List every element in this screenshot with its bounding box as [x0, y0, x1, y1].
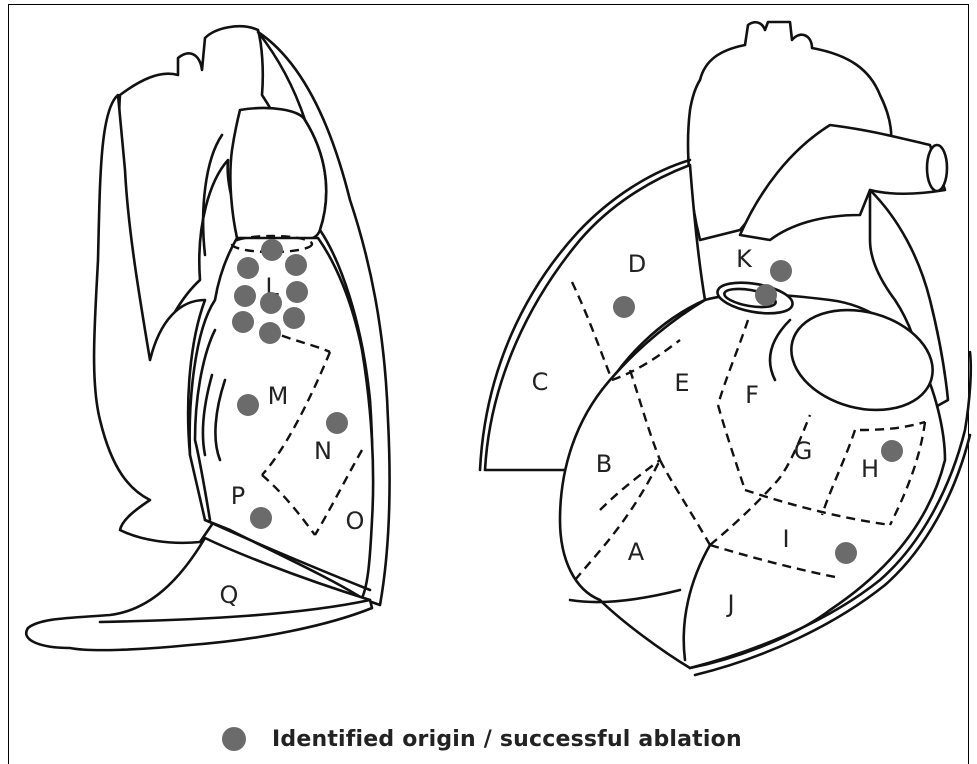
origin-marker	[285, 254, 307, 276]
segment-H-label: H	[861, 455, 879, 483]
origin-marker	[237, 257, 259, 279]
origin-marker	[770, 260, 792, 282]
origin-marker	[250, 507, 272, 529]
segment-G-label: G	[794, 437, 813, 465]
segment-C-label: C	[532, 368, 549, 396]
lv-aortic-tube-end	[927, 145, 947, 191]
origin-marker	[260, 292, 282, 314]
origin-marker	[835, 542, 857, 564]
legend-label: Identified origin / successful ablation	[272, 727, 742, 752]
origin-marker	[234, 285, 256, 307]
segment-E-label: E	[674, 369, 689, 397]
origin-marker	[261, 239, 283, 261]
origin-marker	[326, 412, 348, 434]
segment-K-label: K	[736, 245, 753, 273]
segment-B-label: B	[596, 450, 612, 478]
segment-Q-label: Q	[220, 581, 239, 609]
origin-marker	[613, 296, 635, 318]
segment-F-label: F	[745, 381, 759, 409]
origin-marker	[232, 311, 254, 333]
origin-marker	[881, 440, 903, 462]
origin-marker	[286, 281, 308, 303]
segment-O-label: O	[346, 507, 365, 535]
segment-A-label: A	[628, 538, 645, 566]
segment-I-label: I	[782, 525, 789, 553]
origin-marker	[283, 307, 305, 329]
segment-D-label: D	[628, 250, 646, 278]
legend-marker-icon	[222, 727, 246, 751]
segment-M-label: M	[268, 382, 289, 410]
segment-N-label: N	[314, 437, 332, 465]
origin-marker	[259, 322, 281, 344]
origin-marker	[755, 284, 777, 306]
segment-J-label: J	[725, 590, 734, 618]
origin-marker	[237, 394, 259, 416]
legend: Identified origin / successful ablation	[222, 722, 742, 756]
rv-view-heart: L M N O P Q	[26, 26, 389, 650]
lv-view-heart: A B C D E F G H I J K	[480, 22, 971, 675]
segment-P-label: P	[231, 482, 245, 510]
